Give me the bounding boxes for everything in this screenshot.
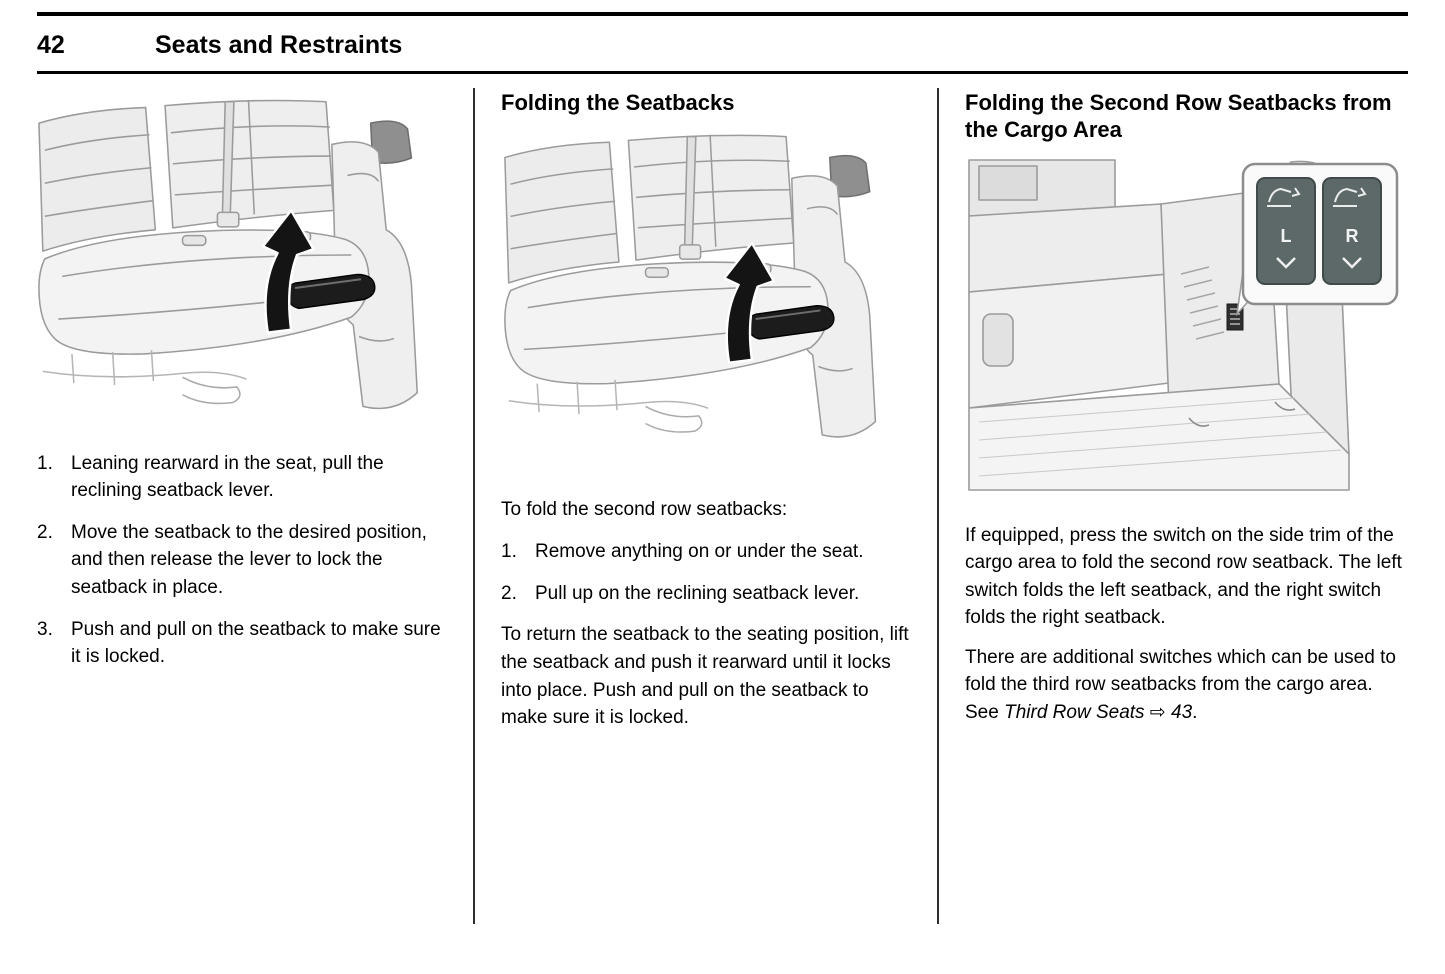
- folding-return-paragraph: To return the seatback to the seating po…: [501, 624, 909, 729]
- seat-fold-left-icon: [1267, 187, 1301, 207]
- content-columns: 1. Leaning rearward in the seat, pull th…: [37, 88, 1408, 924]
- step-number: 1.: [501, 541, 517, 563]
- step-item: 1. Leaning rearward in the seat, pull th…: [37, 450, 451, 505]
- left-switch-label: L: [1281, 226, 1292, 246]
- step-item: 3. Push and pull on the seatback to make…: [37, 616, 451, 671]
- column-divider: [473, 88, 475, 924]
- column-reclining-seatbacks: 1. Leaning rearward in the seat, pull th…: [37, 88, 451, 924]
- step-number: 2.: [37, 521, 53, 543]
- cross-reference-arrow-icon: ⇨: [1149, 701, 1166, 723]
- step-number: 2.: [501, 582, 517, 604]
- step-item: 2. Move the seatback to the desired posi…: [37, 519, 451, 602]
- folding-steps-list: 1. Remove anything on or under the seat.…: [501, 538, 915, 607]
- step-item: 2. Pull up on the reclining seatback lev…: [501, 580, 915, 608]
- seat-fold-illustration: [501, 129, 915, 452]
- left-seatback-switch: [1256, 176, 1316, 285]
- right-chevron-down-icon: [1342, 256, 1362, 269]
- reference-text: There are additional switches which can …: [965, 646, 1396, 723]
- third-row-reference-paragraph: There are additional switches which can …: [965, 644, 1405, 727]
- column-folding-seatbacks: Folding the Seatbacks To fold the second…: [501, 88, 915, 924]
- recline-steps-list: 1. Leaning rearward in the seat, pull th…: [37, 450, 451, 671]
- seat-fold-drawing: [503, 133, 877, 438]
- step-number: 1.: [37, 452, 53, 474]
- reference-period: .: [1192, 701, 1198, 723]
- header-rule: [37, 71, 1408, 74]
- step-text: Remove anything on or under the seat.: [535, 541, 864, 563]
- switch-callout: L R: [1241, 162, 1399, 305]
- step-number: 3.: [37, 618, 53, 640]
- cargo-area-drawing: L R: [968, 158, 1399, 491]
- section-title: Seats and Restraints: [155, 31, 403, 59]
- top-rule: [37, 12, 1408, 16]
- page-number: 42: [37, 31, 65, 59]
- seat-recline-illustration: [37, 94, 451, 424]
- cross-reference-title: Third Row Seats: [1004, 701, 1145, 723]
- folding-intro-text: To fold the second row seatbacks:: [501, 498, 788, 520]
- step-text: Move the seatback to the desired positio…: [71, 521, 427, 598]
- column-cargo-area-folding: Folding the Second Row Seatbacks from th…: [965, 88, 1405, 924]
- seat-fold-right-icon: [1333, 187, 1367, 207]
- manual-page: 42 Seats and Restraints 1. Leaning rearw…: [0, 12, 1445, 924]
- right-seatback-switch: [1322, 176, 1382, 285]
- cargo-switch-paragraph: If equipped, press the switch on the sid…: [965, 524, 1402, 629]
- right-switch-label: R: [1346, 226, 1359, 246]
- cross-reference-page: 43: [1171, 701, 1193, 723]
- column-divider: [937, 88, 939, 924]
- step-text: Pull up on the reclining seatback lever.: [535, 582, 860, 604]
- step-text: Push and pull on the seatback to make su…: [71, 618, 441, 668]
- step-text: Leaning rearward in the seat, pull the r…: [71, 452, 384, 502]
- seat-recline-drawing: [37, 98, 419, 410]
- folding-seatbacks-heading: Folding the Seatbacks: [501, 90, 735, 115]
- cargo-folding-heading: Folding the Second Row Seatbacks from th…: [965, 90, 1392, 142]
- cargo-area-illustration: L R: [965, 156, 1405, 496]
- step-item: 1. Remove anything on or under the seat.: [501, 538, 915, 566]
- page-header: 42 Seats and Restraints: [37, 16, 1408, 71]
- left-chevron-down-icon: [1276, 256, 1296, 269]
